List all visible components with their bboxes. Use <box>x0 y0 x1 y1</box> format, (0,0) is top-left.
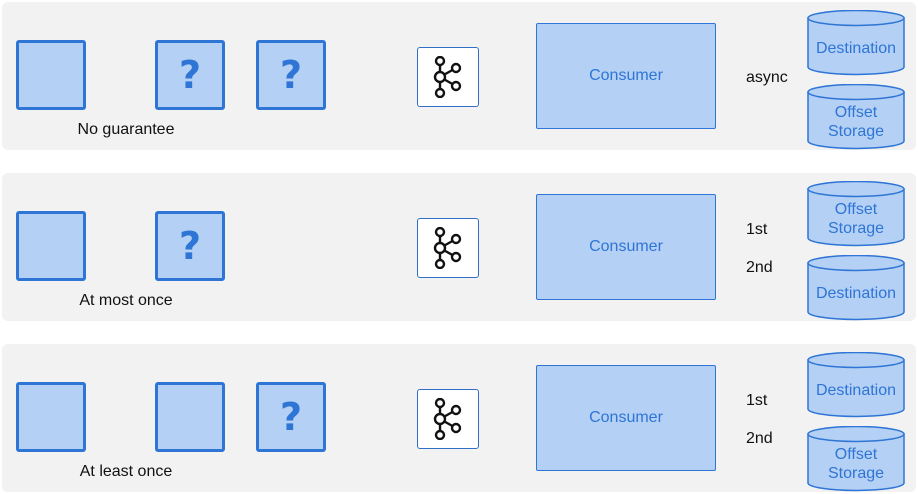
guarantee-caption: At least once <box>79 463 173 480</box>
cylinder-shape <box>807 426 905 492</box>
kafka-broker <box>417 47 479 107</box>
storage-cylinder: Destination <box>807 352 905 418</box>
unknown-mark: ? <box>279 395 303 439</box>
cylinder-shape <box>807 181 905 247</box>
consumer-box: Consumer <box>536 365 716 471</box>
message-box <box>155 382 225 452</box>
edge-label: 2nd <box>746 259 773 276</box>
storage-cylinder: Destination <box>807 10 905 76</box>
storage-label: Destination <box>815 381 897 399</box>
message-box <box>16 40 86 110</box>
unknown-mark: ? <box>178 53 202 97</box>
storage-cylinder: Destination <box>807 255 905 321</box>
message-box <box>16 211 86 281</box>
storage-cylinder: Offset Storage <box>807 84 905 150</box>
storage-cylinder: Offset Storage <box>807 181 905 247</box>
message-box: ? <box>256 382 326 452</box>
cylinder-shape <box>807 10 905 76</box>
unknown-mark: ? <box>279 53 303 97</box>
storage-cylinder: Offset Storage <box>807 426 905 492</box>
message-box <box>16 382 86 452</box>
kafka-broker <box>417 389 479 449</box>
consumer-box: Consumer <box>536 23 716 129</box>
unknown-mark: ? <box>178 224 202 268</box>
guarantee-caption: At most once <box>79 292 173 309</box>
guarantee-caption: No guarantee <box>77 121 175 138</box>
consumer-box: Consumer <box>536 194 716 300</box>
kafka-logo-icon <box>433 56 462 98</box>
storage-label: Offset Storage <box>827 446 885 482</box>
storage-label: Destination <box>815 284 897 302</box>
message-box: ? <box>256 40 326 110</box>
edge-label: 2nd <box>746 430 773 447</box>
storage-label: Destination <box>815 39 897 57</box>
storage-label: Offset Storage <box>827 104 885 140</box>
kafka-logo-icon <box>433 227 462 269</box>
storage-label: Offset Storage <box>827 201 885 237</box>
message-box: ? <box>155 211 225 281</box>
cylinder-shape <box>807 84 905 150</box>
edge-label: 1st <box>746 392 768 409</box>
kafka-logo-icon <box>433 398 462 440</box>
cylinder-shape <box>807 352 905 418</box>
message-box: ? <box>155 40 225 110</box>
edge-label: async <box>746 69 788 86</box>
kafka-broker <box>417 218 479 278</box>
edge-label: 1st <box>746 221 768 238</box>
cylinder-shape <box>807 255 905 321</box>
